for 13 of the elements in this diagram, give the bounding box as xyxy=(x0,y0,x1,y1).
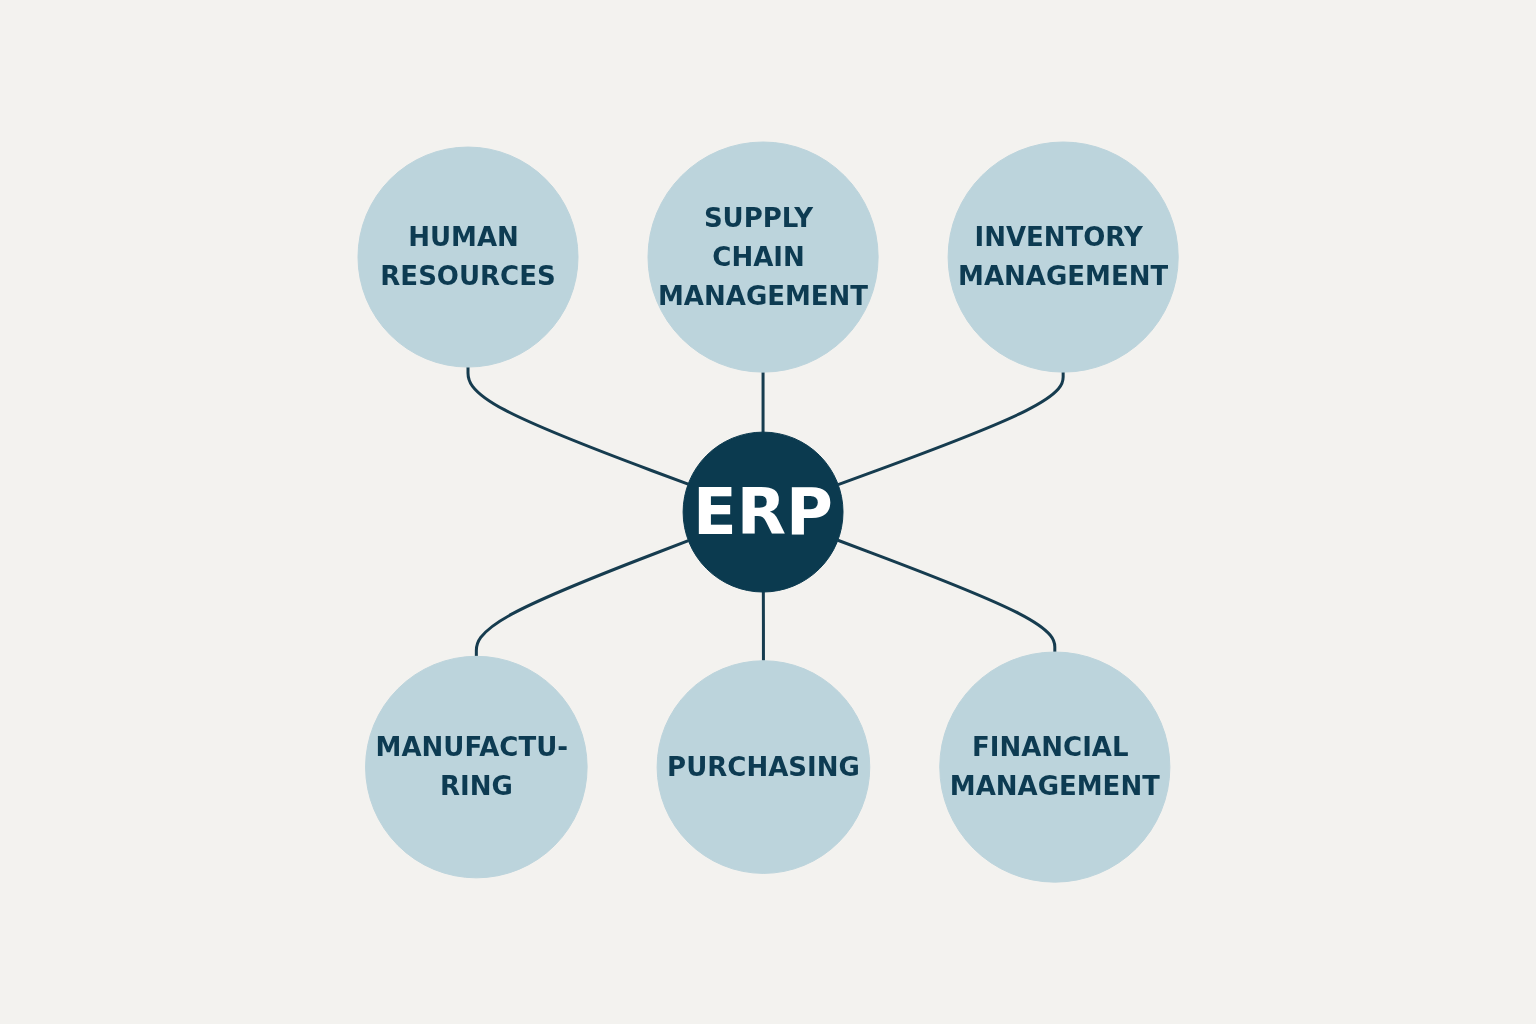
connector xyxy=(474,539,689,657)
connector xyxy=(837,372,1065,486)
connector xyxy=(761,591,765,661)
connector xyxy=(761,372,765,433)
node-circle: MANUFACTU- RING xyxy=(364,655,588,879)
node-circle: SUPPLY CHAIN MANAGEMENT xyxy=(647,141,879,373)
node-circle: PURCHASING xyxy=(656,660,871,874)
node-circle: ERP xyxy=(682,431,844,593)
node-circle: HUMAN RESOURCES xyxy=(357,146,579,368)
node-circle: INVENTORY MANAGEMENT xyxy=(947,141,1179,373)
node-circle: FINANCIAL MANAGEMENT xyxy=(939,651,1171,883)
connector xyxy=(837,538,1057,652)
connector xyxy=(466,367,689,486)
